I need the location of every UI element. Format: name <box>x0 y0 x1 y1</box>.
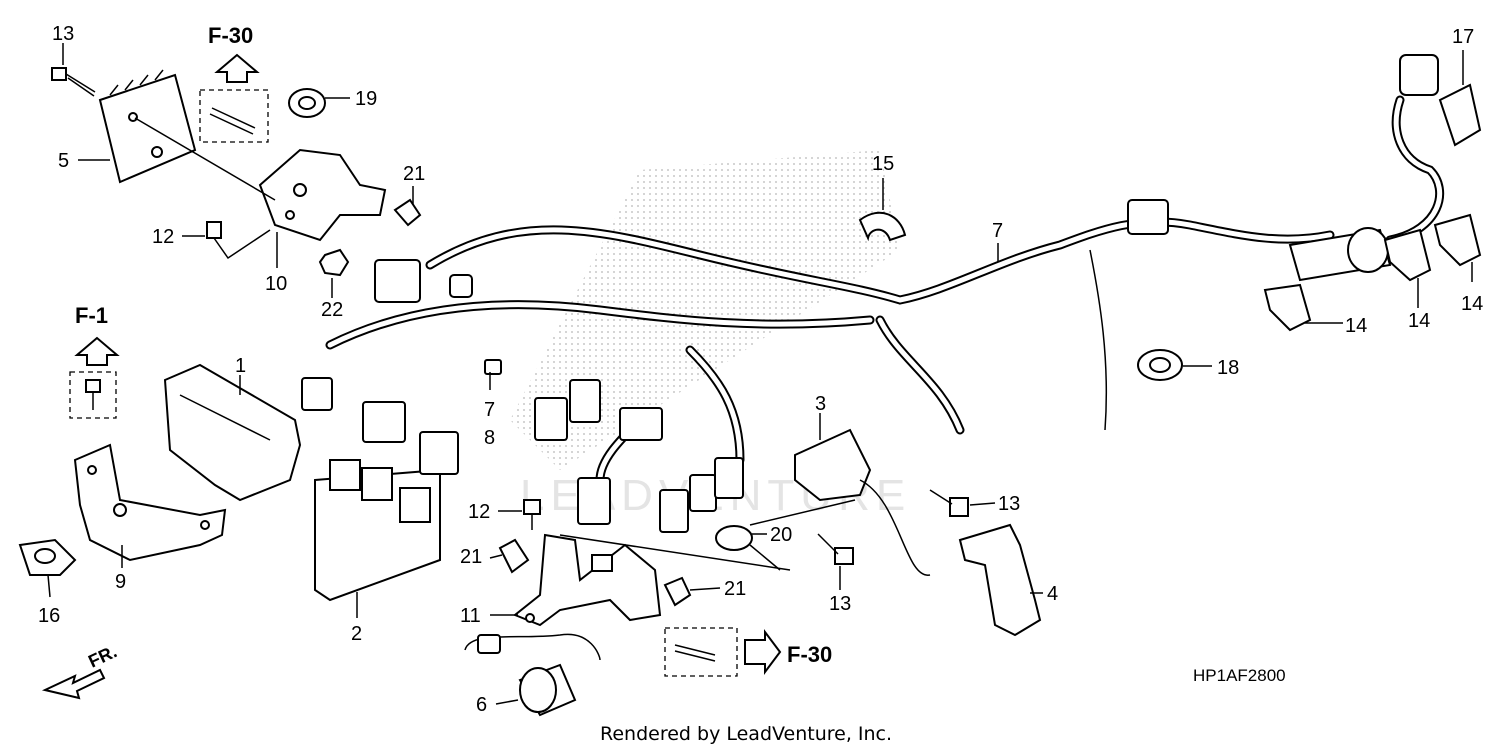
part-12-bolt-center <box>523 499 541 530</box>
part-19-grommet <box>288 88 326 118</box>
callout-4: 4 <box>1047 583 1058 605</box>
part-16-clamp <box>18 538 77 576</box>
part-5-regulator <box>98 69 197 184</box>
callout-14-c: 14 <box>1461 293 1483 315</box>
callout-1: 1 <box>235 355 246 377</box>
callout-10: 10 <box>265 273 287 295</box>
part-21-clip-right <box>663 576 692 607</box>
part-6-condenser <box>464 633 601 717</box>
part-7-main-harness <box>325 54 1444 485</box>
ref-label-f1: F-1 <box>75 303 108 328</box>
callout-6: 6 <box>476 694 487 716</box>
part-3-starter-relay <box>794 428 931 576</box>
callout-21-left: 21 <box>460 546 482 568</box>
callout-19: 19 <box>355 88 377 110</box>
callout-14-a: 14 <box>1345 315 1367 337</box>
callout-21-top: 21 <box>403 163 425 185</box>
part-4-plug-cap <box>958 523 1042 637</box>
callout-3: 3 <box>815 393 826 415</box>
part-13-bolt-right <box>929 489 969 517</box>
part-15-clamp <box>858 211 907 242</box>
part-14-clamp-b <box>1383 228 1432 282</box>
callout-5: 5 <box>58 150 69 172</box>
ref-box-f30-bottom <box>664 627 782 677</box>
callout-12-center: 12 <box>468 501 490 523</box>
callout-11: 11 <box>460 605 481 627</box>
part-22-nut <box>318 248 350 277</box>
part-9-bracket <box>73 443 227 562</box>
callout-15: 15 <box>872 153 894 175</box>
part-13-bolt-bottom <box>817 533 854 565</box>
ref-label-f30-top: F-30 <box>208 23 253 48</box>
part-14-clamp-a <box>1263 283 1312 332</box>
front-direction-arrow: FR. <box>41 641 120 700</box>
ref-label-f30-bottom: F-30 <box>787 642 832 667</box>
callout-labels: 13 5 12 10 19 21 22 15 7 17 14 14 14 18 … <box>38 23 1483 716</box>
callout-18: 18 <box>1217 357 1239 379</box>
callout-14-b: 14 <box>1408 310 1430 332</box>
part-2-ecu <box>314 459 441 602</box>
callout-16: 16 <box>38 605 60 627</box>
callout-13-right: 13 <box>998 493 1020 515</box>
part-21-clip-top <box>393 198 422 227</box>
part-20-clamp <box>715 499 856 571</box>
harness-connectors <box>301 259 744 533</box>
part-21-clip-left <box>498 538 530 574</box>
leader-lines <box>47 43 1473 705</box>
callout-2: 2 <box>351 623 362 645</box>
callout-13-top: 13 <box>52 23 74 45</box>
part-17-clamp <box>1438 83 1482 147</box>
callout-7-top: 7 <box>992 220 1003 242</box>
front-marker: FR. <box>85 641 120 671</box>
callout-17: 17 <box>1452 26 1474 48</box>
callout-21-right: 21 <box>724 578 746 600</box>
part-14-clamp-c <box>1433 213 1482 267</box>
part-12-bolt-left <box>206 221 271 260</box>
part-18-grommet <box>1137 349 1183 381</box>
callout-8: 8 <box>484 427 495 449</box>
callout-22: 22 <box>321 299 343 321</box>
callout-13-bottom: 13 <box>829 593 851 615</box>
callout-7-mid: 7 <box>484 399 495 421</box>
part-10-bracket <box>134 117 387 242</box>
callout-12-left: 12 <box>152 226 174 248</box>
part-11-bracket <box>513 533 791 627</box>
callout-20: 20 <box>770 524 792 546</box>
part-13-bolt-top <box>51 67 96 97</box>
credit-line: Rendered by LeadVenture, Inc. <box>600 723 892 745</box>
callout-9: 9 <box>115 571 126 593</box>
ref-box-f1 <box>69 336 120 419</box>
part-1-cover <box>163 363 302 502</box>
ref-box-f30-top <box>199 53 269 143</box>
drawing-code: HP1AF2800 <box>1193 666 1286 685</box>
